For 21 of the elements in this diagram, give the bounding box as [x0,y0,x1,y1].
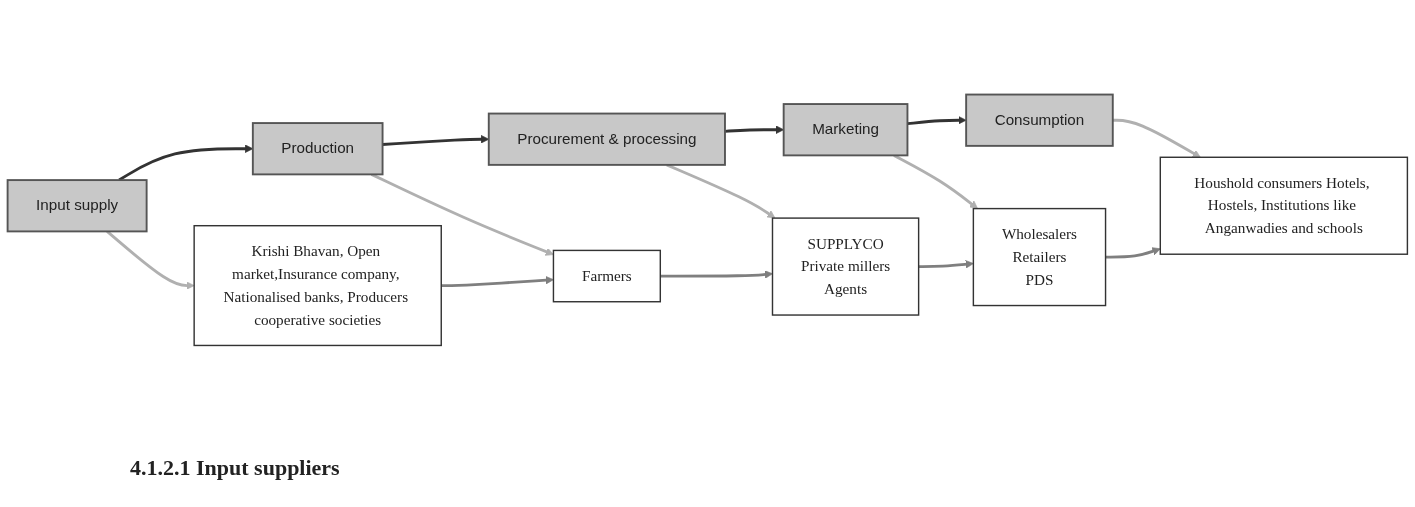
node-box: Farmers [552,249,661,303]
section-heading: 4.1.2.1 Input suppliers [130,455,340,481]
arrow [660,270,773,279]
node-box: Houshold consumers Hotels, Hostels, Institutions like Anganwadies and schools [1159,156,1409,255]
arrow [1112,118,1201,158]
node-box: Wholesalers Retailers PDS [972,207,1107,307]
node-box: Input supply [6,179,148,233]
arrow [907,116,967,126]
node-box: Krishi Bhavan, Open market,Insurance company, Nationalised banks, Producers cooperative societies [193,225,442,347]
node-box: Marketing [782,103,909,157]
arrow [1105,247,1161,259]
node-box: Production [251,122,384,176]
node-box: Consumption [965,93,1114,147]
arrow [441,276,554,287]
arrow [370,173,554,256]
arrow [918,260,974,269]
arrow [106,230,195,290]
node-box: Procurement & processing [487,112,726,166]
node-box: SUPPLYCO Private millers Agents [771,217,920,316]
arrow [666,163,776,219]
arrow [893,154,978,209]
